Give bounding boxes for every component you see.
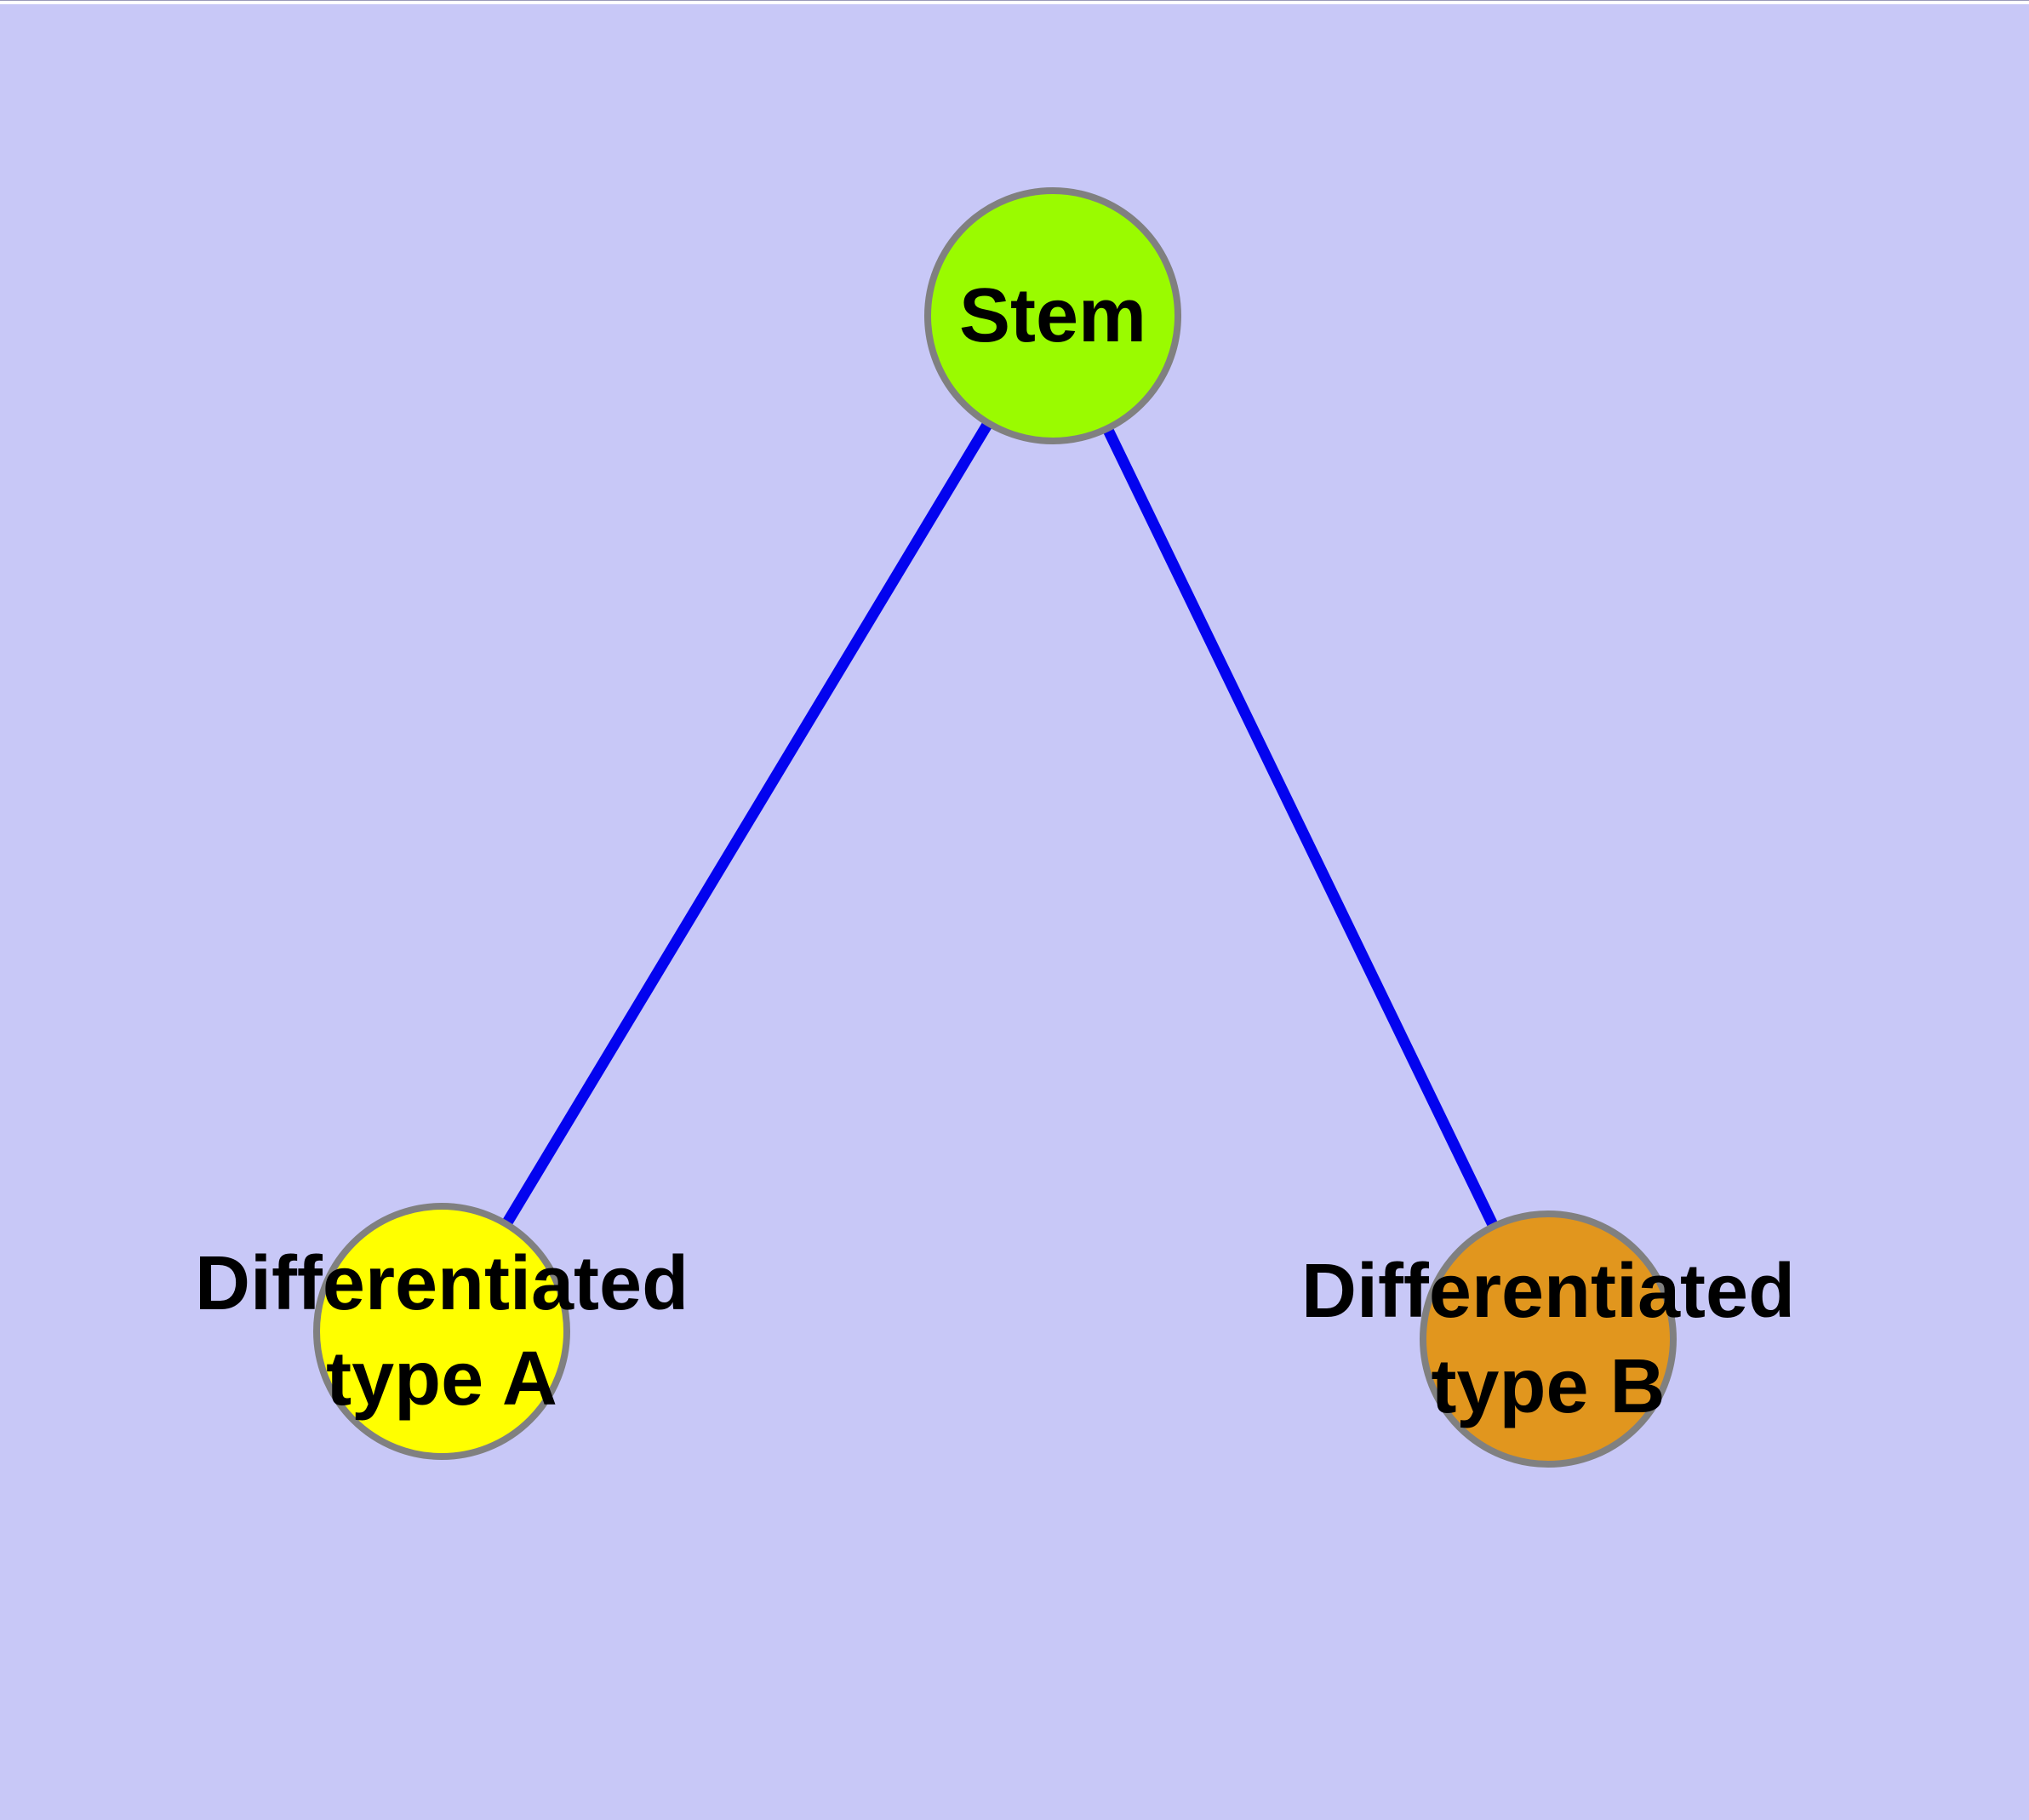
top-margin-strip	[0, 0, 2029, 4]
node-differentiated-type-a-circle	[313, 1203, 570, 1460]
node-label-line: Differentiated	[1300, 1249, 1796, 1334]
edge-stem-to-type-b	[1048, 313, 1553, 1342]
node-differentiated-type-b-circle	[1420, 1210, 1677, 1468]
node-label-line: type B	[1431, 1344, 1666, 1429]
node-label-line: type A	[326, 1336, 557, 1422]
node-label-line: Stem	[958, 273, 1147, 358]
node-differentiated-type-b-label: Differentiated type B	[1301, 1244, 1795, 1434]
node-label-line: Differentiated	[194, 1241, 689, 1326]
node-stem-label: Stem	[959, 268, 1146, 363]
node-stem-circle	[924, 187, 1181, 444]
node-differentiated-type-a-label: Differentiated type A	[195, 1236, 689, 1427]
edge-stem-to-type-a	[437, 312, 1058, 1335]
